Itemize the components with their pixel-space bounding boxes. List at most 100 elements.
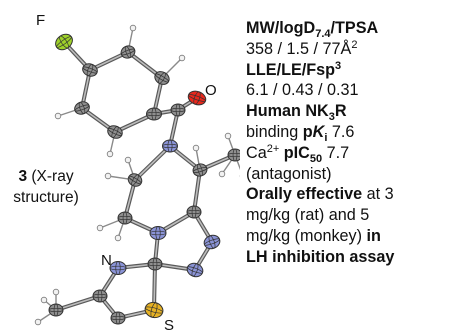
ellipsoid-body xyxy=(227,148,240,162)
compound-number: 3 xyxy=(18,168,28,185)
nitrogen-atom xyxy=(203,234,221,250)
ellipsoid-body xyxy=(186,262,204,278)
bond-highlight-cb-cd xyxy=(193,169,201,213)
ellipsoid-equator xyxy=(74,104,90,112)
ellipsoid-equator xyxy=(56,36,72,48)
hydrogen-atom xyxy=(54,112,62,120)
ellipsoid-meridian xyxy=(175,103,181,117)
hydrogen-atom xyxy=(192,144,200,152)
ellipsoid-equator xyxy=(187,266,203,274)
fluorine-label: F xyxy=(36,12,45,29)
ellipsoid-meridian xyxy=(53,303,59,317)
ellipsoid-equator xyxy=(186,209,202,215)
carbon-atom xyxy=(186,205,202,219)
ellipsoid-body xyxy=(117,211,133,225)
carbon-atom xyxy=(192,163,208,177)
atom-layer xyxy=(34,24,240,326)
sulfur-label: S xyxy=(164,317,174,334)
ellipsoid-equator xyxy=(121,48,135,56)
ellipsoid-equator xyxy=(110,315,126,321)
carbon-atom xyxy=(120,45,136,59)
ellipsoid-equator xyxy=(109,265,127,271)
mode-of-action: (antagonist) xyxy=(246,164,332,183)
carbon-atom xyxy=(107,125,123,139)
carbon-atom xyxy=(154,71,170,85)
ellipsoid-body xyxy=(92,289,108,303)
carbon-atom xyxy=(147,257,163,271)
caption-line-2: structure) xyxy=(13,189,79,206)
nitrogen-label: N xyxy=(101,252,112,269)
ellipsoid-meridian xyxy=(150,302,158,318)
lle-le-fsp3-header: LLE/LE/Fsp3 xyxy=(246,59,342,79)
ellipsoid-equator xyxy=(149,230,167,236)
ellipsoid-equator xyxy=(144,306,164,314)
ellipsoid-equator xyxy=(128,175,142,185)
ellipsoid-meridian xyxy=(191,205,197,219)
ellipsoid-meridian xyxy=(78,101,86,115)
carbon-atom xyxy=(82,63,98,77)
ellipsoid-body xyxy=(186,205,202,219)
hydrogen-atom xyxy=(34,318,42,326)
carbon-atom xyxy=(74,101,90,115)
carbon-atom xyxy=(48,303,64,317)
nitrogen-atom xyxy=(149,226,167,240)
ellipsoid-equator xyxy=(204,238,220,246)
bond-highlight-N1-ca xyxy=(134,145,171,181)
nitrogen-atom xyxy=(186,262,204,278)
ellipsoid-body xyxy=(170,103,186,117)
ellipsoid-meridian xyxy=(115,311,121,325)
binding-pki: binding pKi 7.6 xyxy=(246,122,355,144)
fluorine-atom xyxy=(55,33,73,51)
oral-efficacy-line-1: Orally effective at 3 xyxy=(246,185,394,204)
carbon-atom xyxy=(127,173,143,187)
hydrogen-atom xyxy=(124,156,132,164)
ellipsoid-meridian xyxy=(152,257,158,271)
carbon-atom xyxy=(170,103,186,117)
ellipsoid-meridian xyxy=(158,72,166,84)
ellipsoid-equator xyxy=(155,73,169,83)
ellipsoid-meridian xyxy=(151,107,157,121)
ellipsoid-meridian xyxy=(193,91,201,105)
properties-panel: MW/logD7.4/TPSA 358 / 1.5 / 77Å2 LLE/LE/… xyxy=(246,18,465,268)
ellipsoid-meridian xyxy=(208,235,216,249)
ellipsoid-meridian xyxy=(115,261,121,275)
hydrogen-atom xyxy=(178,54,186,62)
ellipsoid-equator xyxy=(147,261,163,267)
hydrogen-atom xyxy=(224,132,232,140)
ellipsoid-meridian xyxy=(122,211,128,225)
ellipsoid-meridian xyxy=(155,226,161,240)
oral-efficacy-line-2: mg/kg (rat) and 5 xyxy=(246,206,370,225)
hydrogen-atom xyxy=(96,224,104,232)
hydrogen-atom xyxy=(106,150,114,158)
ellipsoid-equator xyxy=(107,128,123,136)
ellipsoid-meridian xyxy=(232,148,238,162)
ellipsoid-meridian xyxy=(124,45,132,59)
ellipsoid-equator xyxy=(162,143,178,149)
ellipsoid-body xyxy=(203,234,221,250)
ellipsoid-meridian xyxy=(197,163,203,177)
ellipsoid-equator xyxy=(227,152,240,158)
oxygen-atom xyxy=(187,90,207,106)
ellipsoid-equator xyxy=(192,167,208,173)
hydrogen-atom xyxy=(40,296,48,304)
ellipsoid-meridian xyxy=(59,35,69,49)
ellipsoid-body xyxy=(162,139,178,153)
ellipsoid-body xyxy=(110,311,126,325)
ellipsoid-body xyxy=(147,257,163,271)
ellipsoid-meridian xyxy=(97,289,103,303)
ellipsoid-meridian xyxy=(86,63,94,77)
calcium-pic50: Ca2+ pIC50 7.7 xyxy=(246,142,350,165)
hydrogen-atom xyxy=(129,24,137,32)
carbon-atom xyxy=(227,148,240,162)
ellipsoid-equator xyxy=(117,215,133,221)
ellipsoid-meridian xyxy=(131,174,139,186)
hydrogen-atom xyxy=(218,170,226,178)
nitrogen-atom xyxy=(162,139,178,153)
ellipsoid-body xyxy=(146,107,162,121)
ellipsoid-meridian xyxy=(191,263,199,277)
hydrogen-atom xyxy=(114,234,122,242)
carbon-atom xyxy=(92,289,108,303)
ellipsoid-body xyxy=(48,303,64,317)
ellipsoid-equator xyxy=(92,293,108,299)
